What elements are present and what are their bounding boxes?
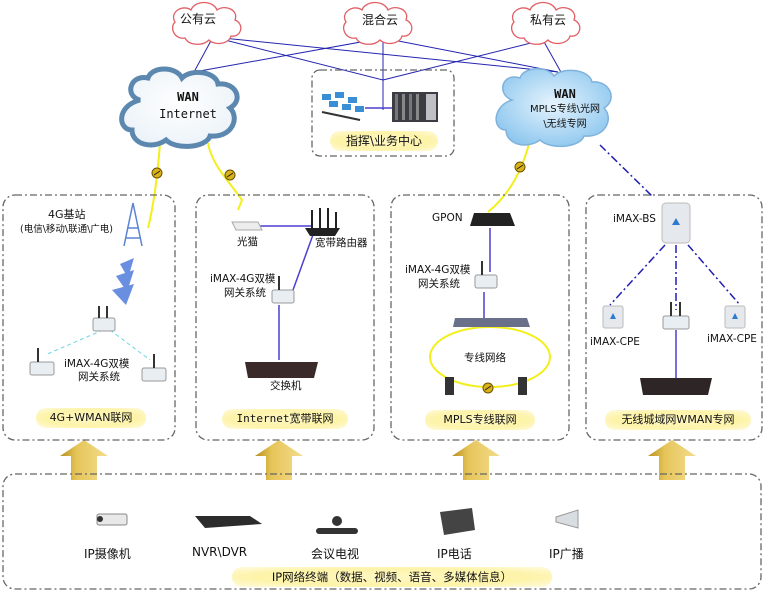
wan-internet-cloud-icon [119, 66, 240, 149]
imax-cpe-icon [724, 305, 746, 329]
broadband-router-icon [305, 208, 340, 236]
switch-label: 交换机 [270, 380, 302, 392]
arrow-up-icon [255, 440, 303, 480]
fiber-connector-icons [151, 161, 526, 394]
mpls-panel-links [483, 228, 491, 318]
imax-cpe-icon [602, 305, 624, 329]
wman-wireless-links [609, 244, 741, 310]
internet-panel-links [260, 225, 315, 360]
terminal-label: IP电话 [437, 547, 472, 561]
router-label: 宽带路由器 [315, 237, 368, 249]
gateway-router-icon [141, 354, 167, 382]
terminals-frame [2, 473, 762, 590]
panel-wman-frame [585, 194, 763, 441]
server-rack-icon [392, 92, 438, 122]
link-public-mpls [212, 36, 559, 73]
arrow-up-icon [648, 440, 696, 480]
gateway-devices [29, 261, 690, 382]
optical-modem-icon [231, 221, 263, 231]
cloud-public-label: 公有云 [180, 12, 217, 26]
gateway-label-line1: iMAX-4G双模 [210, 273, 276, 285]
base-station-sublabel: (电信\移动\联通\广电) [20, 224, 114, 235]
wman-switch-icon [640, 378, 712, 395]
cloud-private-label: 私有云 [530, 13, 567, 27]
cloud-public-icon [171, 1, 242, 45]
modem-label: 光猫 [237, 236, 258, 248]
bs-label: iMAX-BS [613, 213, 656, 225]
4g-wireless-links [44, 329, 151, 361]
ring-node-icon [445, 377, 454, 395]
command-center-label: 指挥\业务中心 [330, 131, 438, 151]
panel-mpls-title: MPLS专线联网 [425, 410, 535, 430]
terminal-label: IP广播 [549, 547, 584, 561]
link-private-center [382, 39, 544, 81]
gateway-label-line2: 网关系统 [224, 287, 266, 299]
gateway-router-icon [29, 348, 55, 376]
gateway-label-line2: 网关系统 [78, 371, 120, 383]
wan-mpls-title: WAN [554, 87, 576, 101]
4g-tower-icon [123, 202, 143, 247]
fiber-internet-modem [207, 142, 244, 211]
gateway-router-icon [271, 276, 295, 304]
arrow-up-icon [452, 440, 500, 480]
video-conference-icon [316, 516, 358, 534]
gpon-icon [470, 213, 515, 226]
cloud-links [193, 36, 563, 110]
terminals-title: IP网络终端（数据、视频、语音、多媒体信息） [232, 567, 552, 587]
link-hybrid-mpls [382, 37, 559, 73]
gateway-router-icon [662, 302, 690, 330]
base-station-label: 4G基站 [48, 208, 86, 221]
link-hybrid-internet [193, 37, 384, 73]
fiber-mpls-gpon [487, 139, 531, 213]
ring-node-icon [518, 377, 527, 395]
top-clouds [171, 1, 581, 45]
uplink-arrows [60, 440, 696, 480]
panel-mpls-frame [390, 194, 570, 441]
wan-mpls-line3: \无线专网 [543, 119, 587, 130]
link-private-mpls [542, 39, 563, 75]
network-switch-icon [245, 362, 318, 378]
gpon-label: GPON [432, 212, 463, 224]
terminal-label: NVR\DVR [192, 545, 248, 559]
terminal-label: 会议电视 [311, 547, 360, 561]
gateway-router-icon [92, 306, 116, 332]
nvr-icon [195, 516, 262, 528]
link-public-internet [193, 36, 214, 73]
gateway-label-line1: iMAX-4G双模 [64, 358, 130, 370]
wan-internet-title: WAN [177, 90, 199, 104]
gateway-label-line2: 网关系统 [418, 278, 460, 290]
cpe-right-label: iMAX-CPE [707, 333, 757, 345]
ip-phone-icon [440, 508, 475, 535]
panel-4g-frame [2, 194, 176, 441]
terminal-label: IP摄像机 [84, 547, 131, 561]
gateway-label-line1: iMAX-4G双模 [405, 264, 471, 276]
cloud-hybrid-icon [342, 1, 413, 45]
ip-speaker-icon [555, 509, 579, 529]
panel-internet-frame [195, 194, 375, 441]
mpls-switch-icon [453, 318, 530, 327]
wan-mpls-line2: MPLS专线\光网 [530, 104, 600, 115]
cloud-private-icon [510, 1, 581, 45]
link-public-center [212, 36, 384, 81]
wireless-link-mpls-bs [599, 144, 653, 197]
fiber-internet-4g [147, 142, 161, 229]
ip-camera-icon [96, 513, 128, 526]
wan-internet-subtitle: Internet [159, 107, 217, 121]
cloud-hybrid-label: 混合云 [362, 13, 399, 27]
ring-label: 专线网络 [464, 352, 506, 364]
arrow-up-icon [60, 440, 108, 480]
imax-bs-icon [661, 202, 691, 244]
4g-signal-beam-icon [112, 258, 134, 305]
wan-mpls-cloud-icon [495, 68, 612, 148]
panel-4g-title: 4G+WMAN联网 [36, 408, 146, 428]
command-center-frame [311, 69, 455, 157]
gateway-router-icon [474, 261, 498, 289]
workstations-icon [321, 92, 364, 121]
panel-wman-title: 无线城域网WMAN专网 [605, 410, 751, 430]
panel-internet-title: Internet宽带联网 [222, 409, 348, 429]
cpe-left-label: iMAX-CPE [590, 336, 640, 348]
